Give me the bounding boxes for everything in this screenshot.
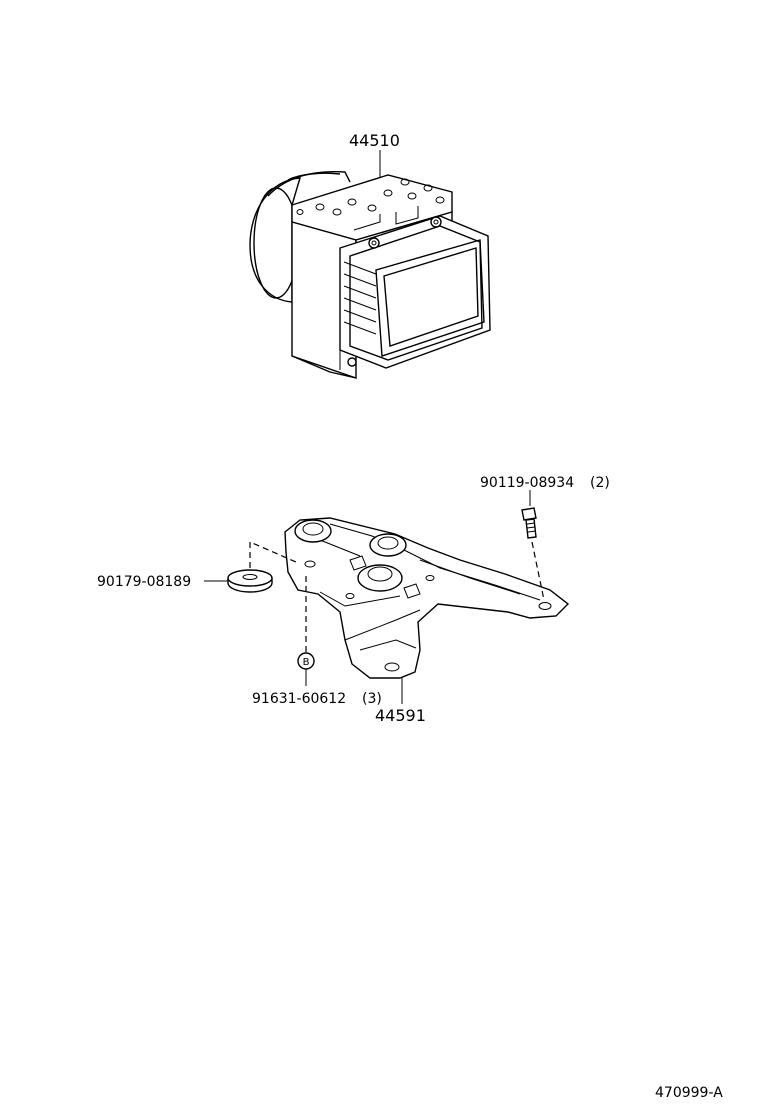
actuator-part-number: 44510: [349, 131, 400, 150]
bracket-part-number: 44591: [375, 706, 426, 725]
cushion-part-number: 90179-08189: [97, 574, 191, 590]
cushion: [204, 541, 297, 593]
bolt-quantity: (2): [590, 475, 610, 491]
actuator-bracket: [284, 517, 570, 704]
bolt-part-number: 90119-08934: [480, 475, 574, 491]
nut-quantity: (3): [362, 691, 382, 707]
bolt: [521, 490, 545, 601]
nut-marker-label: B: [303, 657, 310, 668]
abs-actuator: [249, 150, 491, 379]
figure-code: 470999-A: [655, 1085, 723, 1101]
nut-part-number: 91631-60612: [252, 691, 346, 707]
nut: B: [297, 576, 315, 686]
